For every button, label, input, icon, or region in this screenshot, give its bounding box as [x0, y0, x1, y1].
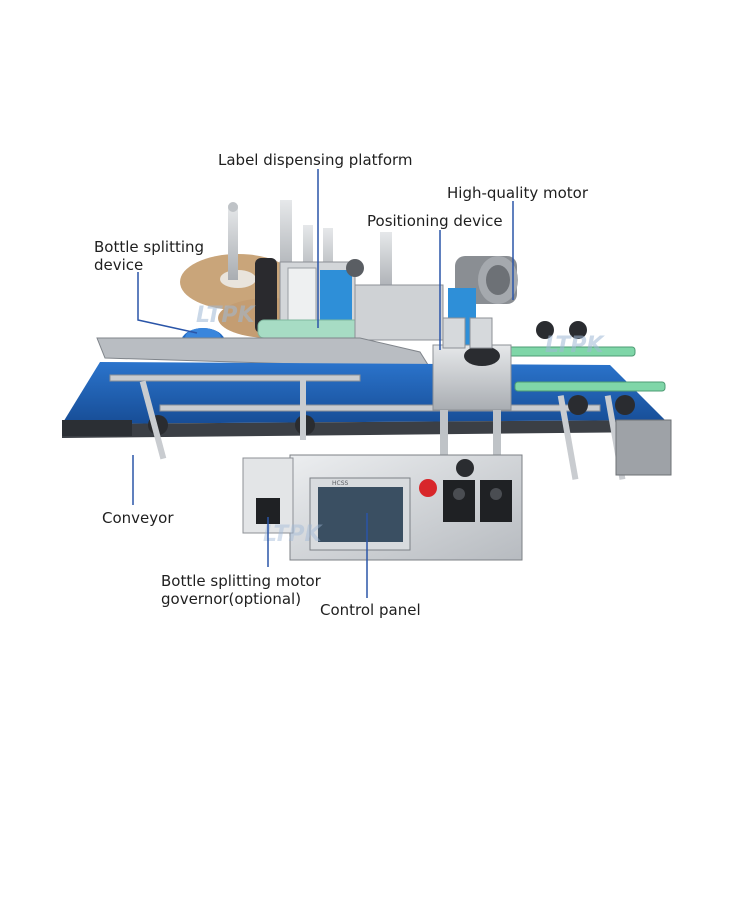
watermark-2: LTPK — [545, 333, 606, 358]
watermark-1: LTPK — [196, 303, 257, 328]
callout-label-dispensing-platform: Label dispensing platform — [218, 151, 413, 169]
conveyor-belt — [62, 362, 665, 438]
green-guide-rails — [499, 346, 666, 392]
callout-governor-line1: Bottle splitting motor — [161, 572, 321, 590]
leader-lines — [132, 169, 514, 598]
vertical-posts — [280, 200, 392, 292]
conveyor-drive-motor — [615, 419, 672, 476]
callout-governor-line2: governor(optional) — [161, 590, 302, 608]
label-dispensing-head — [255, 258, 444, 341]
screen-brand: HCSS — [332, 480, 349, 487]
emergency-stop — [419, 479, 437, 497]
callout-conveyor: Conveyor — [102, 509, 174, 527]
callout-high-quality-motor: High-quality motor — [447, 184, 588, 202]
callout-control-panel: Control panel — [320, 601, 421, 619]
callout-bottle-splitting-line1: Bottle splitting — [94, 238, 205, 256]
callout-bottle-splitting-line2: device — [94, 256, 144, 274]
positioning-device-assembly — [432, 317, 512, 465]
watermark-3: LTPK — [263, 522, 324, 547]
callout-positioning-device: Positioning device — [367, 212, 503, 230]
leader-splitting-device — [137, 272, 198, 334]
touch-screen — [318, 487, 403, 542]
side-guard-plate — [96, 337, 431, 369]
